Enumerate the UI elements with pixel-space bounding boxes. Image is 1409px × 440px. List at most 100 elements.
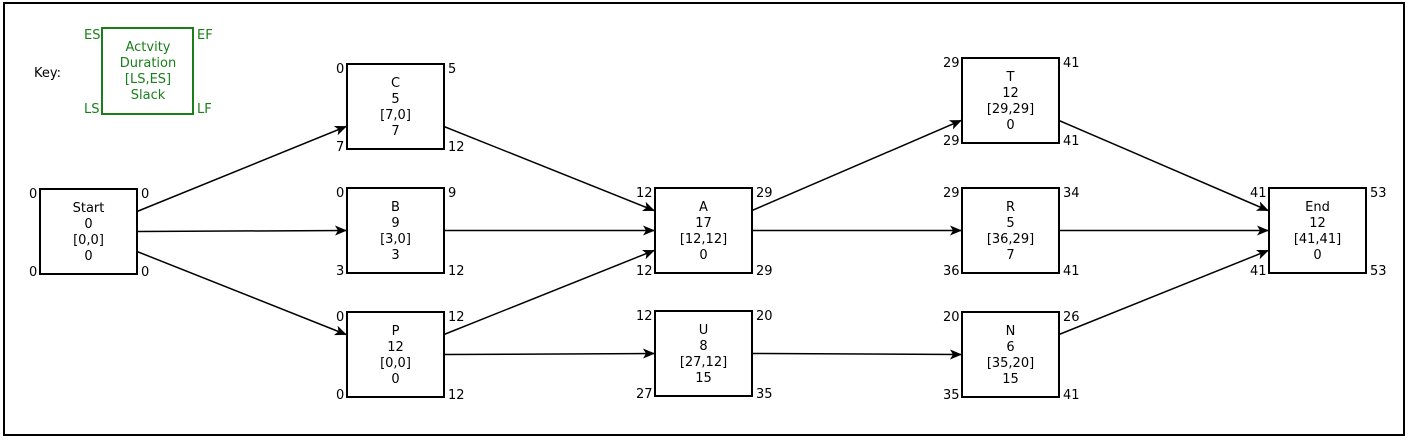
activity-name: B [391,200,400,215]
activity-box [39,188,138,275]
ls-value: 29 [943,134,960,149]
es-value: 29 [943,56,960,71]
activity-box [346,187,445,274]
key-box [101,27,194,115]
key-label: Key: [34,66,61,81]
ef-value: 9 [448,186,456,201]
activity-slack: 0 [84,249,92,264]
activity-box [346,63,445,150]
activity-name: R [1006,200,1015,215]
ls-value: 0 [336,388,344,403]
lf-value: 53 [1370,264,1387,279]
activity-ls-es: [27,12] [680,355,727,370]
ef-value: 12 [448,310,465,325]
edge-start-to-b [136,225,347,236]
edge-p-to-a [443,249,655,336]
activity-duration: 12 [1002,86,1019,101]
activity-duration: 8 [699,339,707,354]
activity-name: Start [73,201,105,216]
lf-value: 12 [448,388,465,403]
activity-duration: 12 [387,340,404,355]
edge-a-to-t [751,119,962,212]
activity-ls-es: [29,29] [987,102,1034,117]
activity-ls-es: [3,0] [380,232,411,247]
lf-value: 41 [1063,134,1080,149]
lf-value: 29 [756,264,773,279]
lf-value: 41 [1063,388,1080,403]
lf-value: 41 [1063,264,1080,279]
activity-slack: 0 [1006,118,1014,133]
ef-value: 0 [141,187,149,202]
diagram-frame [3,2,1405,436]
activity-name: P [392,324,400,339]
lf-value: 12 [448,264,465,279]
activity-ls-es: [7,0] [380,108,411,123]
ls-value: 36 [943,264,960,279]
activity-duration: 12 [1309,216,1326,231]
lf-value: 35 [756,387,773,402]
activity-slack: 15 [1002,372,1019,387]
es-value: 20 [943,310,960,325]
activity-ls-es: [0,0] [380,356,411,371]
activity-duration: 6 [1006,340,1014,355]
es-value: 29 [943,186,960,201]
legend-key: Key: Actvity Duration [LS,ES] Slack ES E… [34,27,213,117]
activity-duration: 0 [84,217,92,232]
activity-slack: 7 [391,124,399,139]
activity-ls-es: [35,20] [987,356,1034,371]
activity-node-n: N6[35,20]15 20 26 35 41 [943,310,1080,403]
activity-name: N [1006,324,1016,339]
ls-value: 27 [636,387,653,402]
activity-box [346,311,445,398]
key-line-ls-es: [LS,ES] [125,72,171,87]
activity-box [961,311,1060,398]
ls-value: 35 [943,388,960,403]
key-line-slack: Slack [131,88,166,103]
edge-start-to-c [136,125,347,213]
ls-value: 7 [336,140,344,155]
activity-box [961,57,1060,144]
ls-value: 41 [1250,264,1267,279]
es-value: 12 [636,186,653,201]
ef-value: 20 [756,309,773,324]
activity-slack: 7 [1006,248,1014,263]
key-line-duration: Duration [120,56,176,71]
es-value: 12 [636,309,653,324]
ef-value: 34 [1063,186,1080,201]
ls-value: 12 [636,264,653,279]
es-value: 0 [336,310,344,325]
activity-slack: 3 [391,248,399,263]
ef-value: 53 [1370,186,1387,201]
edges-layer [136,119,1269,360]
activity-box [654,310,753,397]
es-value: 41 [1250,186,1267,201]
activity-ls-es: [41,41] [1294,232,1341,247]
ef-value: 26 [1063,310,1080,325]
edge-p-to-u [443,348,655,359]
key-line-activity: Actvity [125,40,170,55]
activity-name: C [391,76,400,91]
activity-box [961,187,1060,274]
ls-value: 3 [336,264,344,279]
edge-t-to-end [1058,119,1269,212]
activity-ls-es: [36,29] [987,232,1034,247]
edge-c-to-a [443,125,655,212]
key-ls: LS [84,102,100,117]
ls-value: 0 [29,265,37,280]
es-value: 0 [336,62,344,77]
edge-start-to-p [136,250,347,336]
es-value: 0 [336,186,344,201]
activity-ls-es: [12,12] [680,232,727,247]
key-es: ES [84,28,100,43]
activity-name: A [699,200,708,215]
